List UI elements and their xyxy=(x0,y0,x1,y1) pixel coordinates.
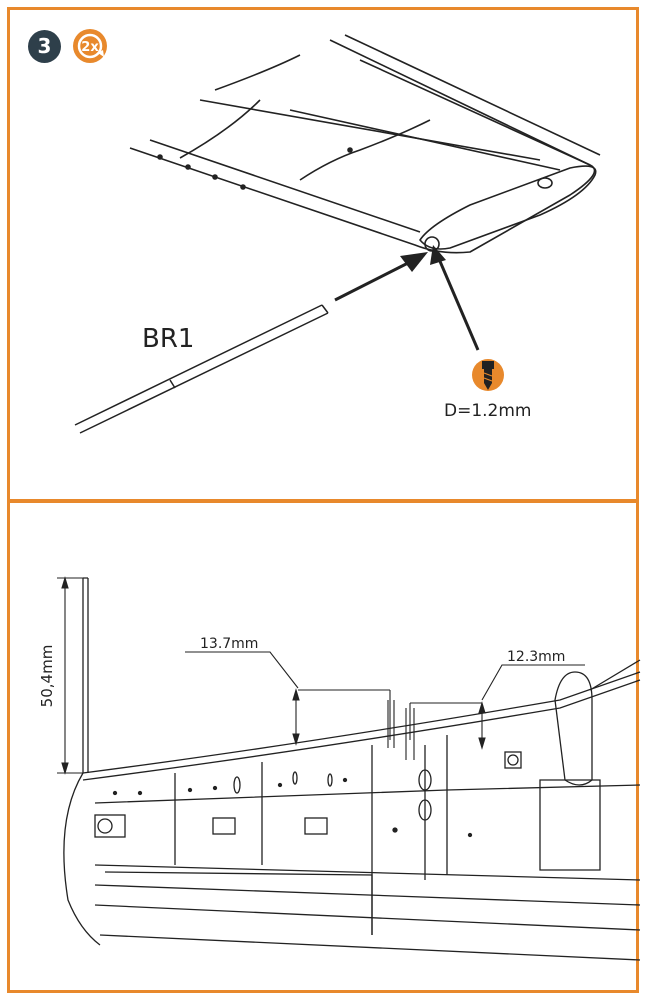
right-rod-dimension xyxy=(405,664,585,760)
drill-leader-arrow xyxy=(430,245,480,351)
fuselage-drawing xyxy=(63,577,641,961)
step-number-badge: 3 xyxy=(28,30,61,63)
drill-diameter-label: D=1.2mm xyxy=(444,401,532,421)
wing-tip-part xyxy=(129,34,601,254)
left-dimension-label: 13.7mm xyxy=(200,636,258,652)
left-rod-dimension xyxy=(185,651,395,748)
part-label-br1: BR1 xyxy=(142,324,194,354)
rod-part xyxy=(74,304,329,434)
repeat-x2-icon: 2x xyxy=(73,29,107,63)
right-dimension-label: 12.3mm xyxy=(507,649,565,665)
repeat-count: 2x xyxy=(81,40,99,55)
top-panel xyxy=(7,7,639,502)
height-dimension-label: 50,4mm xyxy=(38,645,56,708)
drill-bit-icon xyxy=(472,359,504,391)
height-dimension xyxy=(57,576,83,775)
insert-arrow xyxy=(334,252,428,302)
